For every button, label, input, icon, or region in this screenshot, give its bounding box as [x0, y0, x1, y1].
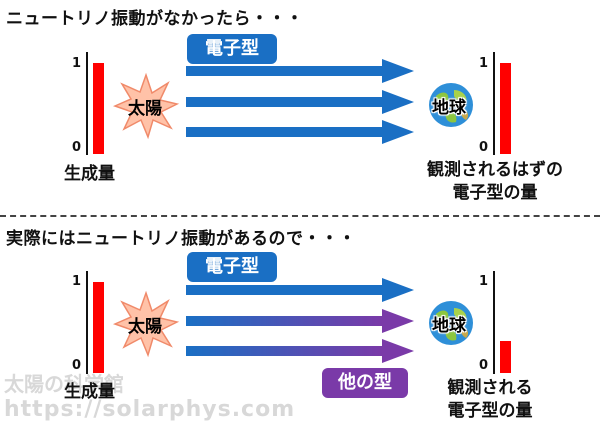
top-expected-label: 観測されるはずの 電子型の量 — [415, 159, 575, 205]
bottom-arrow-3 — [186, 339, 414, 363]
top-electron-tag: 電子型 — [187, 34, 277, 64]
top-right-axis — [493, 52, 495, 155]
bottom-left-tick-one: 1 — [72, 274, 82, 289]
bottom-arrows — [186, 278, 414, 363]
top-production-label: 生成量 — [64, 164, 115, 184]
bottom-heading: 実際にはニュートリノ振動があるので・・・ — [6, 229, 356, 249]
bottom-right-tick-zero: 0 — [479, 358, 489, 373]
top-arrow-1 — [186, 59, 414, 83]
watermark-url: https://solarphys.com — [4, 397, 296, 422]
top-left-tick-zero: 0 — [72, 140, 82, 155]
bottom-observed-bar — [500, 341, 511, 373]
bottom-earth-icon — [429, 301, 473, 345]
top-arrow-3 — [186, 120, 414, 144]
top-sun-icon — [112, 72, 180, 140]
top-left-tick-one: 1 — [72, 56, 82, 71]
top-right-tick-one: 1 — [479, 56, 489, 71]
bottom-left-axis — [86, 271, 88, 374]
bottom-right-axis — [493, 271, 495, 374]
top-expected-label-line1: 観測されるはずの — [427, 160, 563, 180]
top-earth-icon — [429, 83, 473, 127]
bottom-production-bar — [93, 282, 104, 373]
top-expected-bar — [500, 63, 511, 154]
section-divider — [0, 215, 600, 217]
bottom-observed-label-line1: 観測される — [447, 378, 533, 398]
bottom-arrow-1 — [186, 278, 414, 302]
bottom-electron-tag: 電子型 — [187, 252, 277, 282]
top-earth-label: 地球 — [432, 98, 466, 118]
top-sun-label: 太陽 — [128, 99, 162, 119]
top-left-axis — [86, 52, 88, 155]
bottom-other-tag: 他の型 — [322, 368, 408, 398]
bottom-production-label: 生成量 — [64, 382, 115, 402]
top-right-tick-zero: 0 — [479, 140, 489, 155]
bottom-arrow-2 — [186, 309, 414, 333]
top-expected-label-line2: 電子型の量 — [452, 183, 538, 203]
watermark-title: 太陽の科学館 — [4, 372, 124, 396]
bottom-left-tick-zero: 0 — [72, 358, 82, 373]
bottom-right-tick-one: 1 — [479, 274, 489, 289]
bottom-sun-label: 太陽 — [128, 317, 162, 337]
bottom-observed-label: 観測される 電子型の量 — [415, 377, 565, 423]
bottom-observed-label-line2: 電子型の量 — [447, 401, 533, 421]
top-heading: ニュートリノ振動がなかったら・・・ — [6, 9, 304, 29]
bottom-earth-label: 地球 — [432, 316, 466, 336]
top-production-bar — [93, 63, 104, 154]
bottom-sun-icon — [112, 290, 180, 358]
top-arrow-2 — [186, 90, 414, 114]
top-arrows — [186, 59, 414, 144]
